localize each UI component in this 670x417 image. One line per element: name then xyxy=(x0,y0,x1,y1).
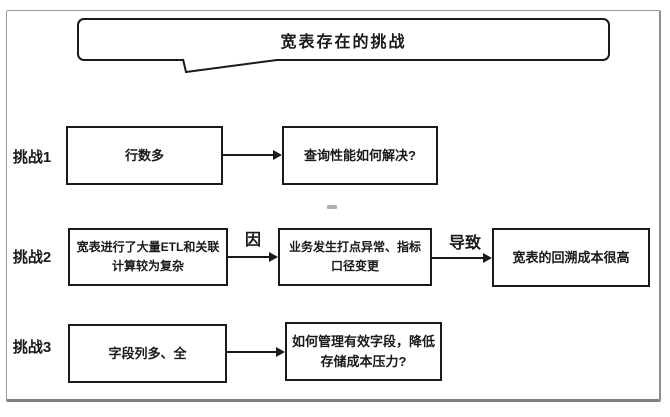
challenge2-label: 挑战2 xyxy=(12,249,52,266)
challenge1-cause-box: 行数多 xyxy=(66,126,223,185)
challenge3-cause-text: 字段列多、全 xyxy=(108,345,187,361)
stray-mark xyxy=(327,205,337,209)
challenge3-question-text-line1: 如何管理有效字段，降低 xyxy=(291,333,435,349)
challenge3-question-box: 如何管理有效字段，降低 存储成本压力? xyxy=(285,322,442,381)
challenge2-cause-text-line1: 宽表进行了大量ETL和关联 xyxy=(76,240,220,254)
challenge1-question-box: 查询性能如何解决? xyxy=(282,126,438,185)
challenge2-arrow2-label: 导致 xyxy=(448,235,481,252)
challenge2-arrow2-head-icon xyxy=(483,253,492,263)
challenge2-result-box: 宽表的回溯成本很高 xyxy=(492,228,650,287)
title-bubble: 宽表存在的挑战 xyxy=(77,18,610,61)
challenge2-arrow1-line xyxy=(228,256,270,258)
challenge2-cause-box: 宽表进行了大量ETL和关联 计算较为复杂 xyxy=(68,228,228,286)
challenge3-cause-box: 字段列多、全 xyxy=(68,324,227,383)
challenge3-arrow-line xyxy=(227,351,276,353)
challenge1-arrow-line xyxy=(223,154,274,156)
challenge2-effect-text-line1: 业务发生打点异常、指标 xyxy=(288,240,421,254)
challenge3-question-text-line2: 存储成本压力? xyxy=(320,353,407,369)
diagram-title: 宽表存在的挑战 xyxy=(280,33,407,51)
challenge2-effect-text-line2: 口径变更 xyxy=(330,259,379,273)
challenge2-effect-box: 业务发生打点异常、指标 口径变更 xyxy=(278,228,432,286)
challenge2-arrow1-label: 因 xyxy=(244,232,261,249)
challenge2-arrow2-line xyxy=(432,257,484,259)
challenge3-arrow-head-icon xyxy=(276,347,285,357)
challenge1-cause-text: 行数多 xyxy=(124,147,164,163)
challenge2-arrow1-head-icon xyxy=(269,252,278,262)
challenge2-cause-text-line2: 计算较为复杂 xyxy=(111,259,184,273)
challenge1-question-text: 查询性能如何解决? xyxy=(304,147,416,163)
challenge1-label: 挑战1 xyxy=(12,149,52,166)
challenge2-result-text: 宽表的回溯成本很高 xyxy=(512,249,630,265)
bubble-tail-icon xyxy=(182,57,278,74)
challenge3-label: 挑战3 xyxy=(12,339,52,356)
challenge1-arrow-head-icon xyxy=(273,150,282,160)
